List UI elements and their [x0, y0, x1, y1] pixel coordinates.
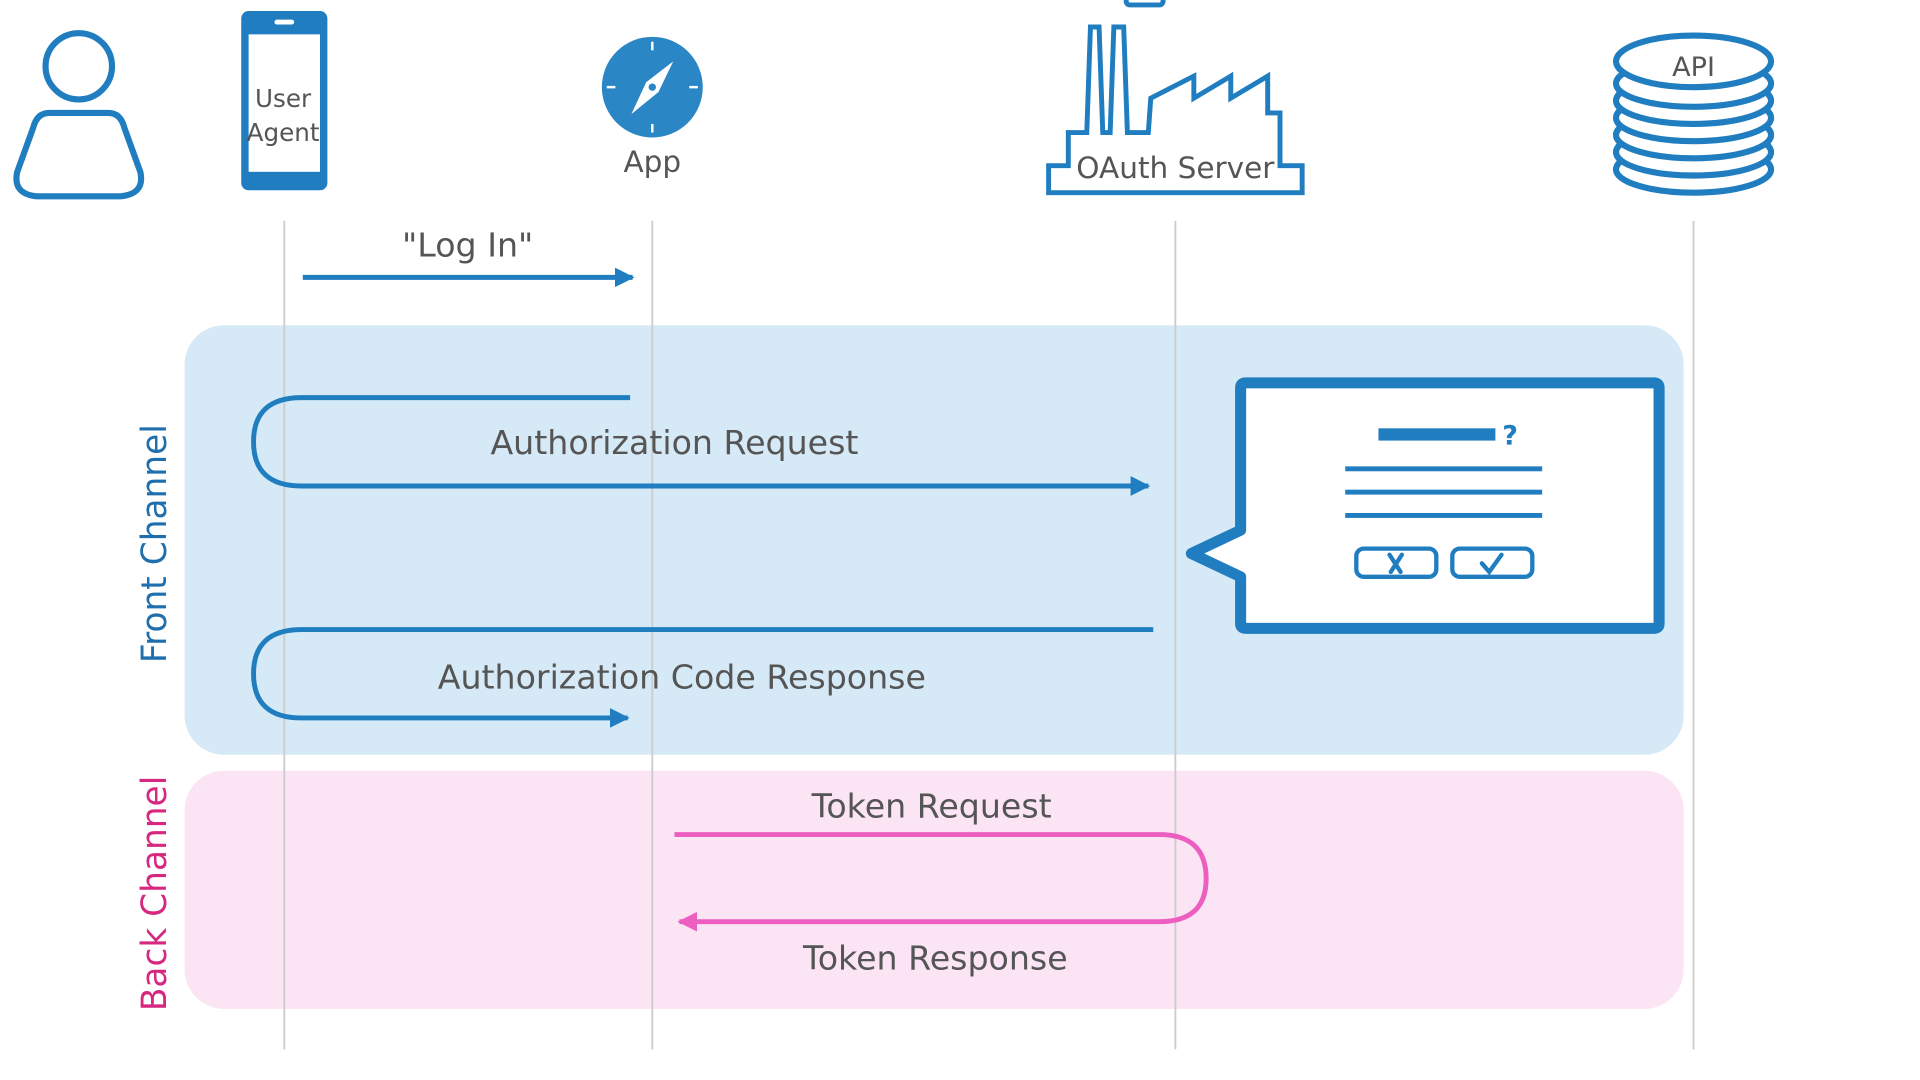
phone-icon: User Agent: [241, 11, 328, 191]
database-icon: [1612, 32, 1775, 196]
consent-dialog-icon: ?: [1185, 377, 1665, 634]
token-request-label: Token Request: [811, 786, 1052, 825]
user-agent-label-line1: User: [255, 84, 312, 113]
lifelines: [283, 220, 1695, 1050]
app-label: App: [623, 145, 681, 179]
front-channel-label: Front Channel: [135, 424, 175, 663]
question-mark-icon: ?: [1502, 420, 1518, 451]
user-agent-label-line2: Agent: [247, 118, 320, 147]
oauth-server-label: OAuth Server: [1076, 151, 1275, 185]
compass-icon: [601, 36, 703, 138]
login-message-label: "Log In": [402, 226, 533, 265]
person-icon: [13, 30, 145, 200]
back-channel-region: [184, 770, 1684, 1009]
api-label: API: [1672, 52, 1715, 83]
authorization-code-response-label: Authorization Code Response: [438, 658, 926, 697]
token-response-label: Token Response: [802, 939, 1068, 978]
token-request-response-arrow: [674, 832, 1209, 932]
authorization-request-label: Authorization Request: [490, 423, 858, 462]
authorization-request-arrow: [251, 395, 1151, 496]
cancel-x-icon: [1354, 546, 1439, 579]
confirm-check-icon: [1450, 546, 1535, 579]
back-channel-label: Back Channel: [135, 776, 175, 1011]
factory-icon: [1046, 0, 1305, 196]
authorization-code-response-arrow: [251, 627, 1154, 728]
